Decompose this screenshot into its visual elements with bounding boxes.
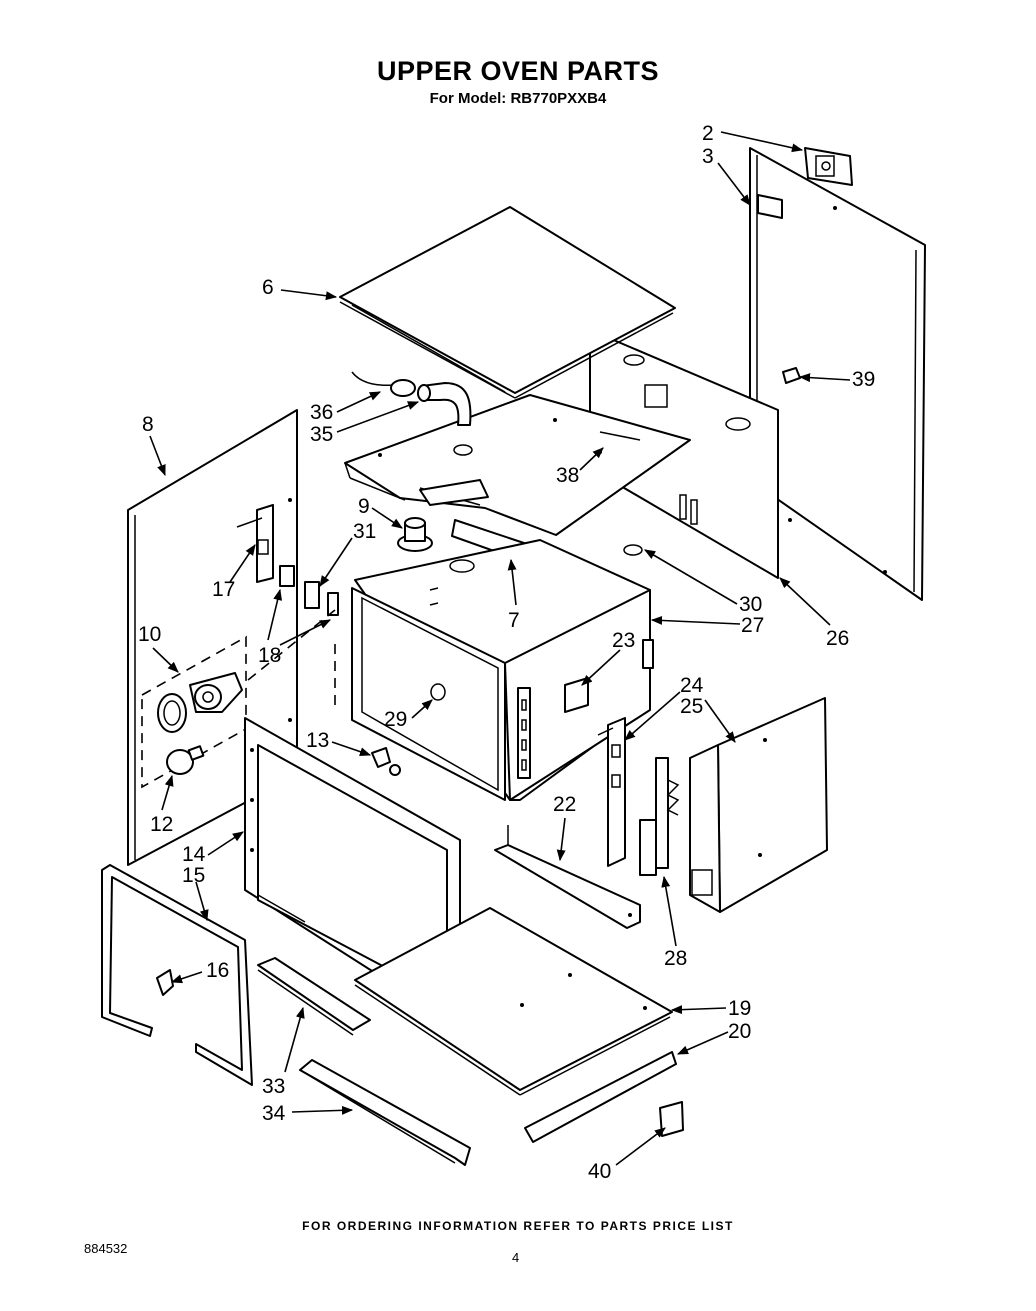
callout-26: 26 [826, 627, 849, 650]
part-18-switch [279, 565, 295, 587]
callout-9: 9 [358, 495, 370, 518]
callout-34: 34 [262, 1102, 286, 1125]
callout-6: 6 [262, 276, 274, 299]
part-33-vent-trim [257, 957, 371, 1036]
part-13-switch [371, 747, 401, 776]
part-27-oven-cavity [351, 539, 654, 801]
callout-39: 39 [852, 368, 875, 391]
ordering-info-note: FOR ORDERING INFORMATION REFER TO PARTS … [302, 1219, 734, 1233]
callout-35: 35 [310, 423, 333, 446]
callout-28: 28 [664, 947, 687, 970]
part-28-hinge [639, 757, 680, 876]
part-3-plate [757, 194, 783, 219]
callout-18: 18 [258, 644, 281, 667]
callout-38: 38 [556, 464, 579, 487]
document-number: 884532 [84, 1241, 128, 1256]
part-2-bracket [804, 147, 853, 186]
part-19-bottom-panel [354, 907, 673, 1096]
callout-33: 33 [262, 1075, 285, 1098]
callout-12: 12 [150, 813, 173, 836]
callout-29: 29 [384, 708, 407, 731]
page-number: 4 [512, 1250, 520, 1265]
callout-36: 36 [310, 401, 333, 424]
part-20-bottom-rail [524, 1051, 677, 1143]
part-9-sensor [397, 517, 433, 552]
leader-lines [149, 131, 851, 1166]
callout-20: 20 [728, 1020, 751, 1043]
callout-3: 3 [702, 145, 714, 168]
part-6-top-panel [339, 206, 676, 399]
callout-24: 24 [680, 674, 704, 697]
callout-2: 2 [702, 122, 714, 145]
part-35-36-vent-tube [351, 371, 472, 426]
page-title: UPPER OVEN PARTS [376, 56, 660, 86]
part-15-door-gasket [101, 864, 253, 1086]
callout-14: 14 [182, 843, 206, 866]
callout-labels: 2 3 6 39 36 35 8 38 9 31 17 7 30 27 26 1… [138, 122, 875, 1183]
callout-15: 15 [182, 864, 205, 887]
callout-22: 22 [553, 793, 576, 816]
part-23-bracket [564, 677, 589, 713]
callout-27: 27 [741, 614, 764, 637]
callout-16: 16 [206, 959, 229, 982]
part-12-bulb [166, 745, 205, 775]
part-16-clip [156, 969, 174, 996]
callout-23: 23 [612, 629, 635, 652]
callout-10: 10 [138, 623, 161, 646]
callout-40: 40 [588, 1160, 611, 1183]
part-25-access-panel [689, 697, 828, 913]
part-34-front-rail [299, 1059, 471, 1166]
callout-7: 7 [508, 609, 520, 632]
callout-19: 19 [728, 997, 751, 1020]
part-31-bracket [304, 581, 339, 616]
part-10-light-assembly [141, 635, 247, 789]
part-24-hinge-bracket [597, 717, 626, 867]
part-17-bracket [236, 504, 274, 583]
model-subtitle: For Model: RB770PXXB4 [429, 90, 607, 107]
callout-13: 13 [306, 729, 329, 752]
part-40-clip [659, 1101, 684, 1137]
part-22-shelf-rail [494, 825, 641, 929]
part-26-right-side-panel [749, 147, 926, 601]
callout-31: 31 [353, 520, 376, 543]
callout-8: 8 [142, 413, 154, 436]
callout-30: 30 [739, 593, 762, 616]
callout-17: 17 [212, 578, 235, 601]
callout-25: 25 [680, 695, 703, 718]
